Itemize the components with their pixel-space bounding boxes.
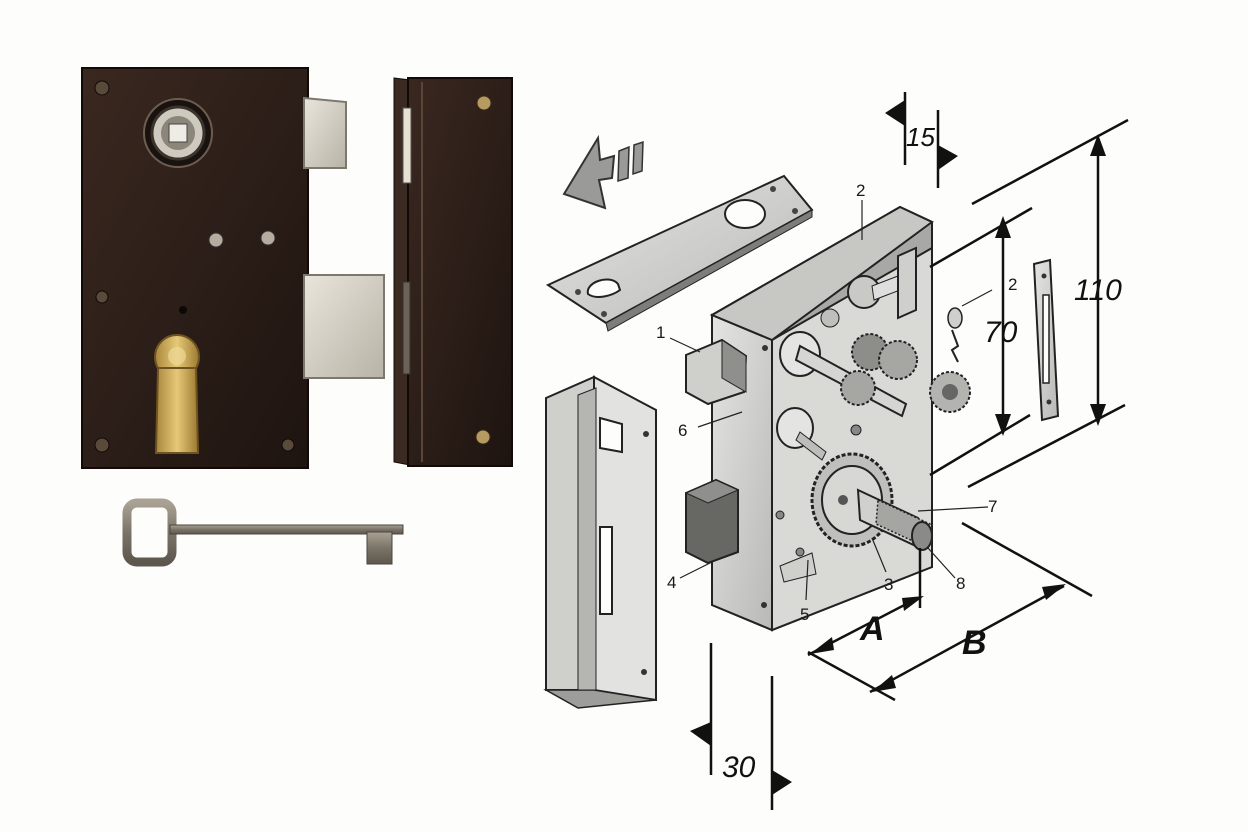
dim-70: 70 — [984, 316, 1018, 349]
dim-110: 110 — [1074, 274, 1122, 307]
callouts: 1 2 2 6 4 5 3 8 7 — [656, 181, 1017, 624]
dim-a: A — [859, 610, 885, 648]
screw-hole — [281, 438, 295, 452]
screw-hole — [95, 290, 109, 304]
dim-b: B — [962, 624, 987, 662]
lock-case-diagram — [684, 205, 971, 632]
latch-plate — [1032, 258, 1060, 422]
rivet — [179, 306, 187, 314]
callout-8: 8 — [956, 574, 965, 593]
screw-hole — [94, 437, 110, 453]
gear-train — [775, 246, 971, 583]
screw-hole — [94, 80, 110, 96]
dead-bolt — [303, 274, 385, 379]
screw-hole — [475, 429, 491, 445]
callout-7: 7 — [988, 497, 997, 516]
callout-4: 4 — [667, 573, 676, 592]
spindle-square — [168, 123, 188, 143]
cover-plate — [545, 174, 814, 332]
direction-arrow-icon — [562, 134, 644, 210]
screw-hole — [476, 95, 492, 111]
callout-3: 3 — [884, 575, 893, 594]
dimension-arrowheads — [690, 100, 1106, 795]
strike-keep-photo — [393, 77, 513, 467]
strike-keep-diagram — [543, 375, 657, 709]
rivet — [208, 232, 224, 248]
callout-6: 6 — [678, 421, 687, 440]
callout-1: 1 — [656, 323, 665, 342]
callout-2-side: 2 — [1008, 275, 1017, 294]
dimension-labels: 15 110 70 30 A B — [722, 122, 1122, 784]
dim-15: 15 — [906, 122, 935, 152]
rim-lock-photo — [81, 67, 385, 469]
main-gear — [810, 452, 933, 551]
lock-key-icon — [122, 498, 404, 567]
callout-leaders — [669, 200, 993, 601]
callout-5: 5 — [800, 605, 809, 624]
callout-2-top: 2 — [856, 181, 865, 200]
dim-30: 30 — [722, 751, 756, 784]
rivet — [260, 230, 276, 246]
keyhole-escutcheon — [154, 334, 200, 454]
latch-bolt — [303, 96, 347, 169]
spring-part — [947, 307, 963, 363]
